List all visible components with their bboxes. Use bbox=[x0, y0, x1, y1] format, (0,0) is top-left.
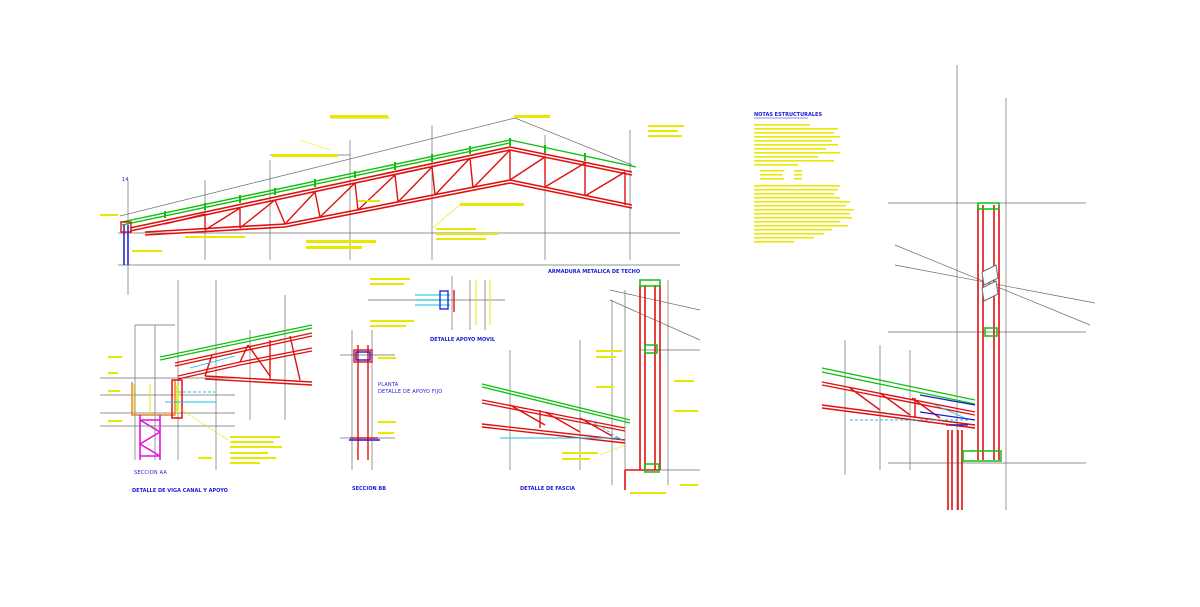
gable-truss bbox=[174, 332, 313, 386]
fascia-cyan-dims bbox=[500, 419, 623, 441]
right-blue-plate bbox=[919, 394, 976, 426]
purlins bbox=[164, 138, 586, 218]
notes-title: NOTAS ESTRUCTURALES bbox=[754, 112, 822, 118]
mobile-support-title: DETALLE APOYO MOVIL bbox=[430, 337, 496, 343]
structural-notes-block: NOTAS ESTRUCTURALES bbox=[754, 112, 854, 243]
left-support-column bbox=[120, 221, 132, 265]
right-splice-symbol bbox=[981, 264, 999, 302]
right-connection-detail bbox=[821, 65, 1096, 510]
right-green-brackets bbox=[962, 202, 1002, 462]
right-roof-panel bbox=[821, 367, 976, 405]
roof-panel-line bbox=[121, 139, 637, 226]
gable-roof-panel bbox=[159, 324, 313, 361]
right-detail-grid bbox=[844, 65, 1096, 510]
mobile-support-annotations bbox=[370, 278, 414, 327]
section-bb-annotations bbox=[378, 357, 396, 434]
fixed-support-title: DETALLE DE APOYO FIJO bbox=[378, 389, 442, 395]
right-wall-column bbox=[947, 205, 1000, 510]
truss-bottom-chord bbox=[144, 179, 633, 236]
section-bb-steel bbox=[350, 345, 378, 460]
fascia-detail-view: DETALLE DE FASCIA bbox=[481, 279, 701, 494]
right-truss bbox=[821, 381, 976, 429]
gable-annotations bbox=[108, 356, 282, 464]
gable-detail-title: DETALLE DE VIGA CANAL Y APOYO bbox=[132, 488, 228, 494]
mobile-support-parts bbox=[415, 280, 491, 325]
fascia-title: DETALLE DE FASCIA bbox=[520, 486, 575, 492]
fascia-truss bbox=[481, 399, 626, 444]
gable-detail-view: SECCION AA DETALLE DE VIGA CANAL Y APOYO bbox=[100, 280, 313, 494]
section-bb-title: SECCION BB bbox=[352, 486, 386, 492]
fascia-wall bbox=[624, 285, 661, 490]
gutter-beam bbox=[131, 379, 183, 419]
section-bb-plate bbox=[355, 351, 371, 361]
right-cyan-lines bbox=[850, 404, 970, 421]
fascia-grid bbox=[509, 280, 701, 485]
fascia-roof-panel bbox=[481, 383, 631, 424]
main-truss-annotations bbox=[100, 115, 684, 252]
section-bb-view: PLANTA DETALLE DE APOYO FIJO SECCION BB bbox=[340, 330, 442, 492]
fascia-green-brackets bbox=[639, 279, 661, 473]
main-truss-view: 14 ARMADURA METALICA DE TECHO bbox=[100, 115, 684, 295]
section-aa-label: SECCION AA bbox=[134, 470, 167, 476]
gable-cyan-dims bbox=[165, 355, 236, 403]
axis-mark: 14 bbox=[122, 177, 129, 183]
truss-web-members bbox=[164, 149, 626, 231]
fascia-annotations bbox=[562, 350, 698, 494]
mobile-support-view: DETALLE APOYO MOVIL bbox=[368, 276, 505, 343]
gable-detail-grid bbox=[100, 280, 286, 470]
gable-column-lattice bbox=[139, 415, 161, 460]
main-truss-title: ARMADURA METALICA DE TECHO bbox=[548, 269, 640, 275]
notes-text-lines bbox=[754, 124, 854, 243]
fixed-support-prefix: PLANTA bbox=[378, 382, 399, 388]
